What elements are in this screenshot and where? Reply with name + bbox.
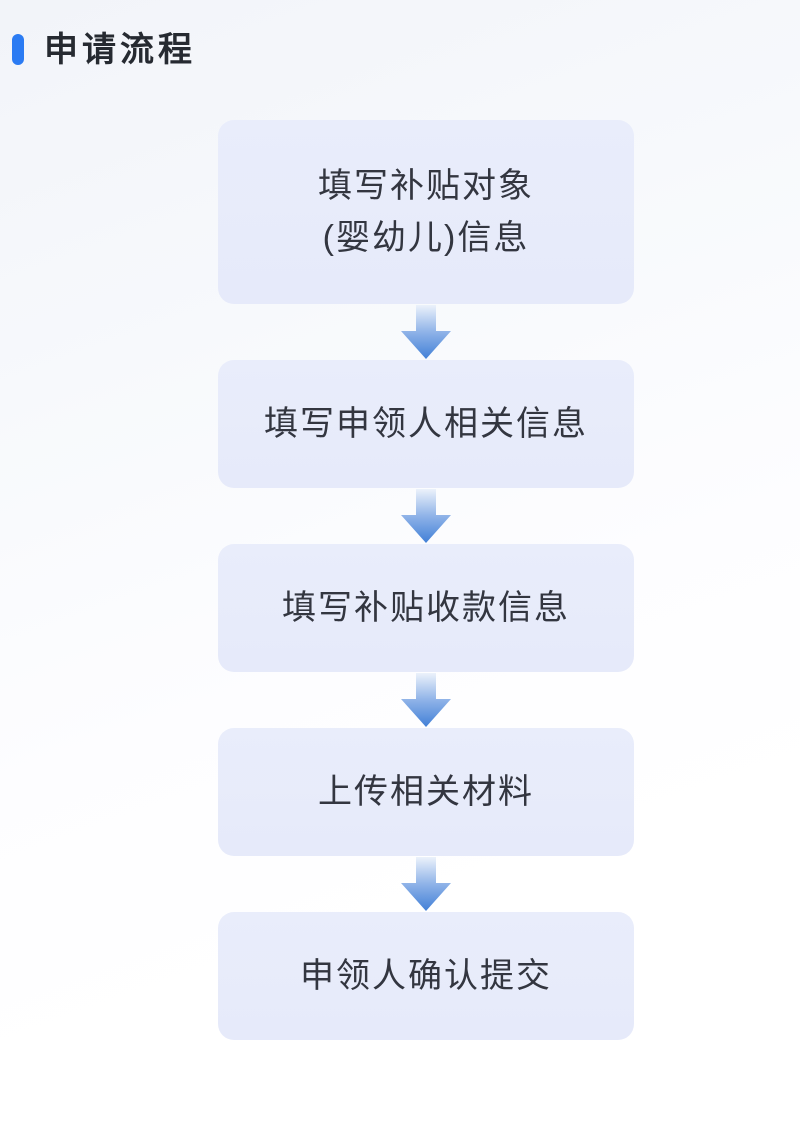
step-label-line: 填写补贴收款信息 (282, 589, 570, 627)
step-label-line: 申领人确认提交 (300, 957, 552, 995)
flow-step-1: 填写补贴对象 (婴幼儿)信息 (218, 120, 634, 304)
flow-step-2: 填写申领人相关信息 (218, 360, 634, 488)
flow-diagram: 填写补贴对象 (婴幼儿)信息 填写申领人相关信息 填写补贴收款信息 上传相关材料 (218, 120, 634, 1040)
accent-bar-icon (12, 33, 24, 65)
down-arrow-icon (218, 672, 634, 728)
down-arrow-icon (218, 304, 634, 360)
down-arrow-icon (218, 488, 634, 544)
step-label-line: 上传相关材料 (318, 773, 534, 811)
step-label-line: 填写补贴对象 (318, 167, 534, 205)
section-header: 申请流程 (12, 0, 800, 68)
flow-step-3: 填写补贴收款信息 (218, 544, 634, 672)
step-label-line: 填写申领人相关信息 (264, 405, 588, 443)
step-label-line: (婴幼儿)信息 (322, 219, 530, 257)
down-arrow-icon (218, 856, 634, 912)
flow-step-4: 上传相关材料 (218, 728, 634, 856)
flow-step-5: 申领人确认提交 (218, 912, 634, 1040)
page-title: 申请流程 (44, 31, 196, 69)
